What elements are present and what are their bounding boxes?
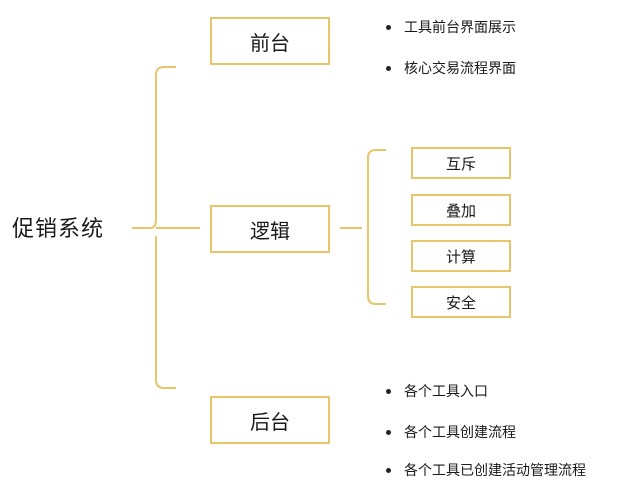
branch-front: 前台 — [210, 17, 330, 65]
back-note-text: 各个工具入口 — [404, 384, 488, 400]
bullet-dot-icon — [386, 388, 391, 394]
front-note-text: 工具前台界面展示 — [404, 20, 516, 36]
logic-bracket — [340, 149, 386, 305]
front-note: 核心交易流程界面 — [386, 58, 516, 78]
back-note: 各个工具创建流程 — [386, 422, 516, 442]
back-note-text: 各个工具创建流程 — [404, 425, 516, 441]
bullet-dot-icon — [386, 24, 391, 30]
logic-child-stack: 叠加 — [411, 194, 511, 226]
logic-child-mutex: 互斥 — [411, 147, 511, 179]
logic-child-security: 安全 — [411, 286, 511, 318]
branch-back: 后台 — [210, 396, 330, 444]
logic-child-calculate: 计算 — [411, 240, 511, 272]
front-note: 工具前台界面展示 — [386, 17, 516, 37]
back-note-text: 各个工具已创建活动管理流程 — [404, 463, 586, 479]
main-bracket — [132, 66, 176, 389]
bullet-dot-icon — [386, 467, 391, 473]
branch-logic: 逻辑 — [210, 205, 330, 253]
front-note-text: 核心交易流程界面 — [404, 61, 516, 77]
bullet-dot-icon — [386, 65, 391, 71]
bullet-dot-icon — [386, 429, 391, 435]
back-note: 各个工具入口 — [386, 381, 488, 401]
root-node: 促销系统 — [12, 217, 105, 242]
back-note: 各个工具已创建活动管理流程 — [386, 460, 586, 480]
